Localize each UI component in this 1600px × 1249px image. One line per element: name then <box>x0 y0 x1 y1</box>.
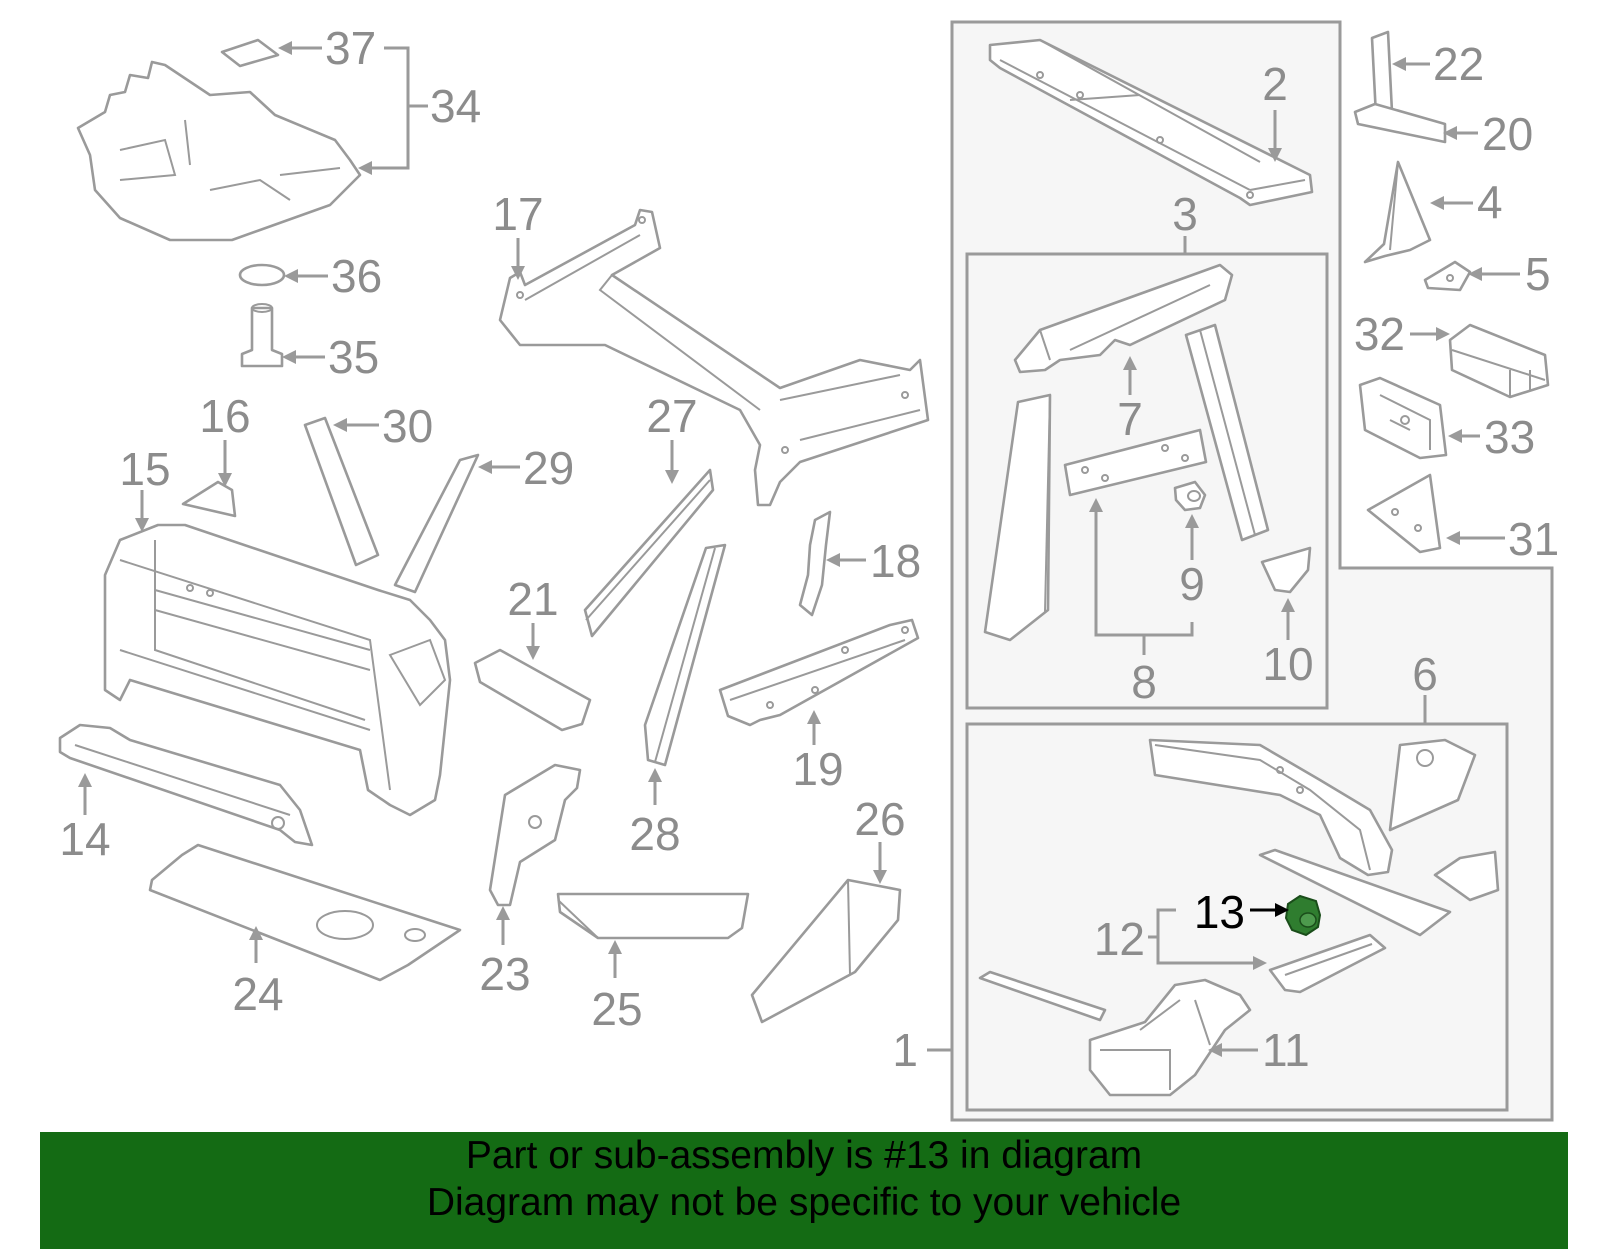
callout-13-highlighted: 13 <box>1194 886 1245 938</box>
callout-11: 11 <box>1262 1024 1310 1076</box>
part-9-bushing <box>1173 480 1207 512</box>
part-11-bracket <box>1088 978 1252 1097</box>
callout-4: 4 <box>1477 176 1503 228</box>
callout-21: 21 <box>507 573 558 625</box>
part-37-pad <box>220 38 280 68</box>
leader-lines <box>78 41 1520 1057</box>
callout-7: 7 <box>1117 393 1143 445</box>
part-7-bracket <box>1013 263 1234 374</box>
part-17-crossmember <box>498 208 930 507</box>
part-33-mount <box>1358 376 1448 460</box>
part-21-block <box>473 648 592 732</box>
part-12-plate <box>1268 933 1387 994</box>
callout-9: 9 <box>1179 558 1205 610</box>
callout-36: 36 <box>331 250 382 302</box>
part-26-wedge <box>750 878 902 1024</box>
part-6-frame-rail <box>1148 738 1394 877</box>
callout-1: 1 <box>892 1024 918 1076</box>
part-6-bracket <box>1388 738 1477 832</box>
part-31-gusset <box>1366 473 1442 554</box>
part-23-bracket <box>488 763 582 907</box>
part-28-strut <box>643 543 727 767</box>
part-15-frame <box>103 523 452 817</box>
part-27-strut <box>583 468 715 638</box>
callout-19: 19 <box>792 743 843 795</box>
info-banner: Part or sub-assembly is #13 in diagram D… <box>40 1132 1568 1249</box>
part-4-gusset <box>1363 160 1432 264</box>
part-19-bracket <box>718 618 920 727</box>
callout-12: 12 <box>1094 913 1145 965</box>
part-2-rail <box>988 38 1314 207</box>
callout-28: 28 <box>629 808 680 860</box>
part-36-oring <box>238 263 286 287</box>
callout-numbers: 1 2 3 4 5 6 7 8 9 10 11 12 13 14 15 16 1… <box>59 22 1559 1076</box>
callout-30: 30 <box>382 400 433 452</box>
callout-24: 24 <box>232 968 283 1020</box>
callout-32: 32 <box>1354 308 1405 360</box>
callout-10: 10 <box>1262 638 1313 690</box>
part-25-block <box>556 892 750 940</box>
callout-25: 25 <box>591 983 642 1035</box>
part-16-wedge <box>181 480 237 518</box>
part-29-strut <box>393 453 480 594</box>
callout-29: 29 <box>523 442 574 494</box>
callout-3: 3 <box>1172 188 1198 240</box>
part-13-bushing-highlighted <box>1284 894 1322 937</box>
part-main-post-left <box>983 393 1052 642</box>
callout-27: 27 <box>646 390 697 442</box>
part-32-housing <box>1448 323 1550 399</box>
callout-8: 8 <box>1131 656 1157 708</box>
part-12-bar <box>978 970 1107 1022</box>
part-14-bar <box>58 723 314 847</box>
callout-20: 20 <box>1482 108 1533 160</box>
part-6-wedge <box>1433 850 1500 902</box>
callout-17: 17 <box>492 188 543 240</box>
part-8-plate <box>1063 428 1208 497</box>
callout-6: 6 <box>1412 648 1438 700</box>
callout-16: 16 <box>199 390 250 442</box>
callout-34: 34 <box>430 80 481 132</box>
callout-18: 18 <box>870 535 921 587</box>
part-main-post-right <box>1184 323 1270 542</box>
callout-22: 22 <box>1433 38 1484 90</box>
banner-line-part: Part or sub-assembly is #13 in diagram <box>465 1134 1143 1177</box>
part-30-strut <box>303 416 380 567</box>
callout-15: 15 <box>119 443 170 495</box>
callout-31: 31 <box>1508 513 1559 565</box>
callout-23: 23 <box>479 948 530 1000</box>
part-5-bracket <box>1423 260 1472 292</box>
part-10-clip <box>1260 546 1312 594</box>
part-24-floor-panel <box>148 843 462 982</box>
callout-33: 33 <box>1484 411 1535 463</box>
callout-35: 35 <box>328 331 379 383</box>
callout-2: 2 <box>1262 58 1288 110</box>
callout-37: 37 <box>325 22 376 74</box>
callout-26: 26 <box>854 793 905 845</box>
part-6-strip <box>1258 848 1452 937</box>
callout-5: 5 <box>1525 248 1551 300</box>
part-20-block <box>1353 102 1447 144</box>
part-35-bolt <box>240 303 284 368</box>
part-34-skid-plate <box>76 60 362 242</box>
callout-14: 14 <box>59 813 110 865</box>
banner-line-disclaimer: Diagram may not be specific to your vehi… <box>426 1181 1182 1224</box>
part-18-bracket <box>798 510 832 617</box>
